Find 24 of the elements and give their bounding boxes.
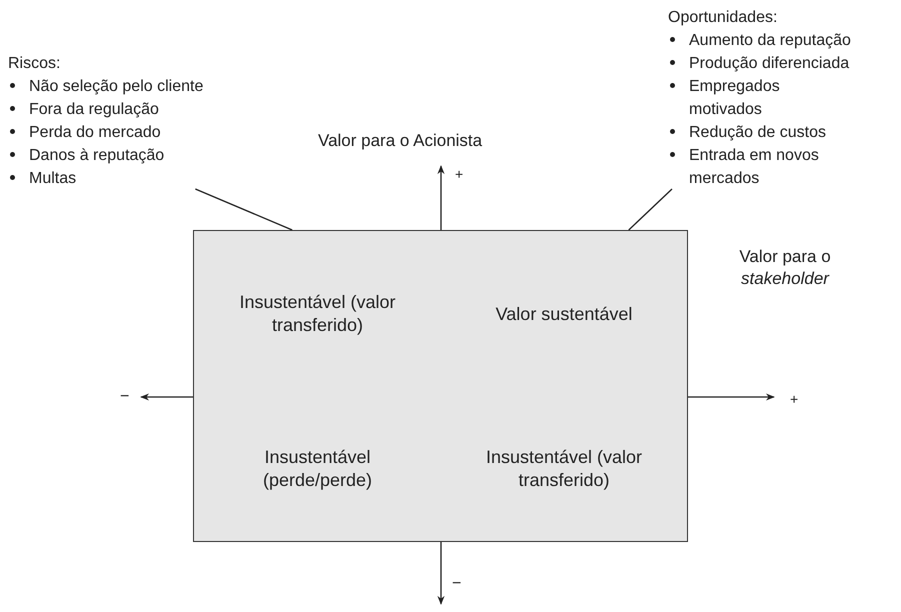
list-item: Danos à reputação: [29, 146, 164, 166]
list-item: Redução de custos: [689, 123, 826, 143]
quadrant-label: Insustentável (valor transferido): [238, 291, 397, 337]
list-heading: Riscos:: [8, 54, 62, 74]
list-item: Entrada em novos mercados: [689, 146, 820, 189]
leader-line: [628, 188, 672, 230]
axis-sign: +: [790, 390, 798, 409]
list-item: Perda do mercado: [29, 123, 161, 143]
quadrant-label: Insustentável (perde/perde): [262, 446, 374, 492]
axis-title: Valor para o Acionista: [318, 130, 482, 152]
list-item: Produção diferenciada: [689, 54, 850, 74]
list-item: Não seleção pelo cliente: [29, 77, 204, 97]
axis-title: Valor para o stakeholder: [738, 246, 832, 290]
axis-sign: −: [120, 387, 130, 407]
list-item: Fora da regulação: [29, 100, 159, 120]
leader-line: [195, 188, 292, 231]
axis-sign: +: [455, 165, 464, 184]
list-item: Multas: [29, 169, 76, 189]
axis-sign: −: [452, 574, 462, 594]
quadrant-label: Valor sustentável: [494, 302, 634, 326]
quadrant-label: Insustentável (valor transferido): [484, 446, 644, 492]
list-heading: Oportunidades:: [668, 8, 778, 28]
list-item: Empregados motivados: [689, 77, 781, 120]
list-item: Aumento da reputação: [689, 31, 851, 51]
